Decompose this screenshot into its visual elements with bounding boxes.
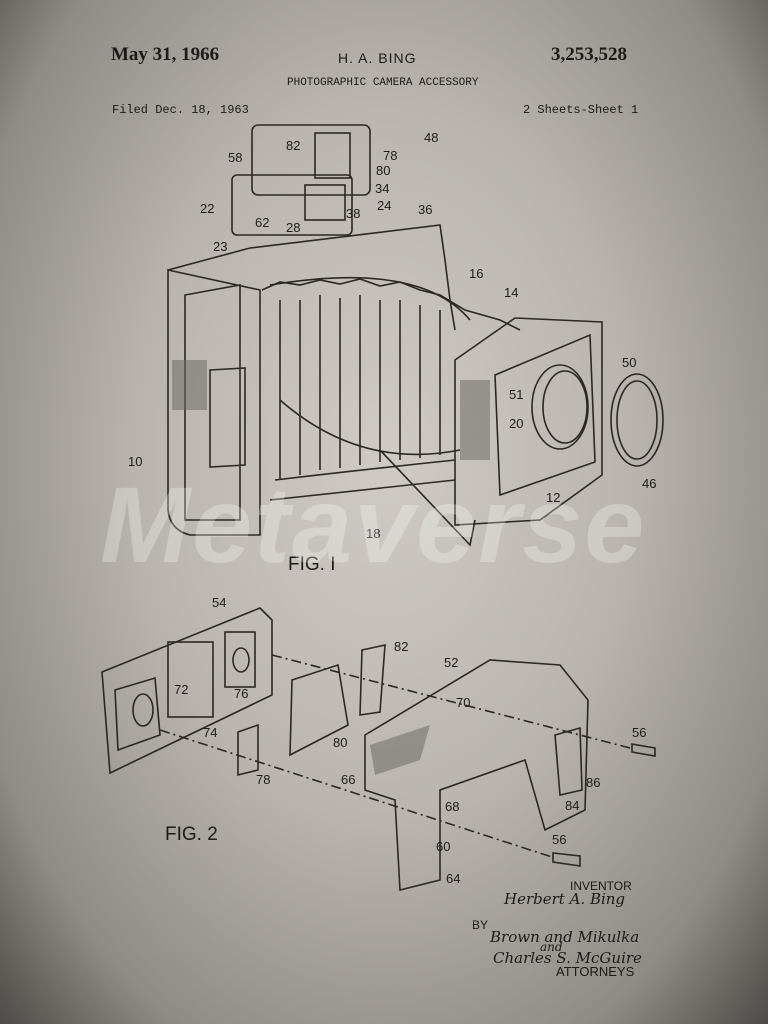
ref-numeral: 46 [642,476,656,491]
ref-numeral: 70 [456,695,470,710]
ref-numeral: 80 [376,163,390,178]
attorney-and: and [540,940,563,954]
ref-numeral: 80 [333,735,347,750]
attorneys-label: ATTORNEYS [556,964,635,979]
ref-numeral: 24 [377,198,391,213]
ref-numeral: 82 [394,639,408,654]
ref-numeral: 14 [504,285,518,300]
ref-numeral: 48 [424,130,438,145]
ref-numeral: 56 [552,832,566,847]
ref-numeral: 72 [174,682,188,697]
ref-numeral: 66 [341,772,355,787]
patent-title: PHOTOGRAPHIC CAMERA ACCESSORY [287,77,479,89]
ref-numeral: 20 [509,416,523,431]
patent-number: 3,253,528 [551,44,627,65]
ref-numeral: 34 [375,181,389,196]
attorney-signature-1: Brown and Mikulka [490,928,640,946]
sheet-count: 2 Sheets-Sheet 1 [523,103,639,117]
ref-numeral: 78 [256,772,270,787]
fig2-exploded-drawing [101,607,656,892]
ref-numeral: 84 [565,798,579,813]
watermark: Metaverse [100,464,647,585]
ref-numeral: 51 [509,387,523,402]
by-label: BY [472,918,489,932]
ref-numeral: 18 [366,526,380,541]
inventor-label: INVENTOR [570,879,632,893]
ref-numeral: 86 [586,775,600,790]
inventor-name: H. A. BING [338,50,417,66]
ref-numeral: 78 [383,148,397,163]
filed-date: Filed Dec. 18, 1963 [112,103,249,117]
ref-numeral: 68 [445,799,459,814]
ref-numeral: 60 [436,839,450,854]
fig1-reference-numerals: 48 82 78 80 58 34 22 62 28 38 24 36 23 1… [128,130,656,541]
ref-numeral: 38 [346,206,360,221]
fig1-camera-drawing [167,124,664,547]
attorney-signature-2: Charles S. McGuire [493,949,642,967]
ref-numeral: 56 [632,725,646,740]
fig2-reference-numerals: 54 82 52 72 76 70 56 74 80 78 66 86 84 6… [174,595,646,886]
ref-numeral: 82 [286,138,300,153]
ref-numeral: 52 [444,655,458,670]
ref-numeral: 28 [286,220,300,235]
ref-numeral: 74 [203,725,217,740]
patent-date: May 31, 1966 [111,44,220,65]
ref-numeral: 16 [469,266,483,281]
inventor-signature: Herbert A. Bing [504,890,626,908]
ref-numeral: 22 [200,201,214,216]
ref-numeral: 36 [418,202,432,217]
fig2-caption: FIG. 2 [165,824,218,845]
ref-numeral: 76 [234,686,248,701]
ref-numeral: 58 [228,150,242,165]
ref-numeral: 50 [622,355,636,370]
ref-numeral: 54 [212,595,226,610]
ref-numeral: 10 [128,454,142,469]
ref-numeral: 12 [546,490,560,505]
ref-numeral: 23 [213,239,227,254]
ref-numeral: 62 [255,215,269,230]
ref-numeral: 64 [446,871,460,886]
fig1-caption: FIG. I [288,554,336,575]
